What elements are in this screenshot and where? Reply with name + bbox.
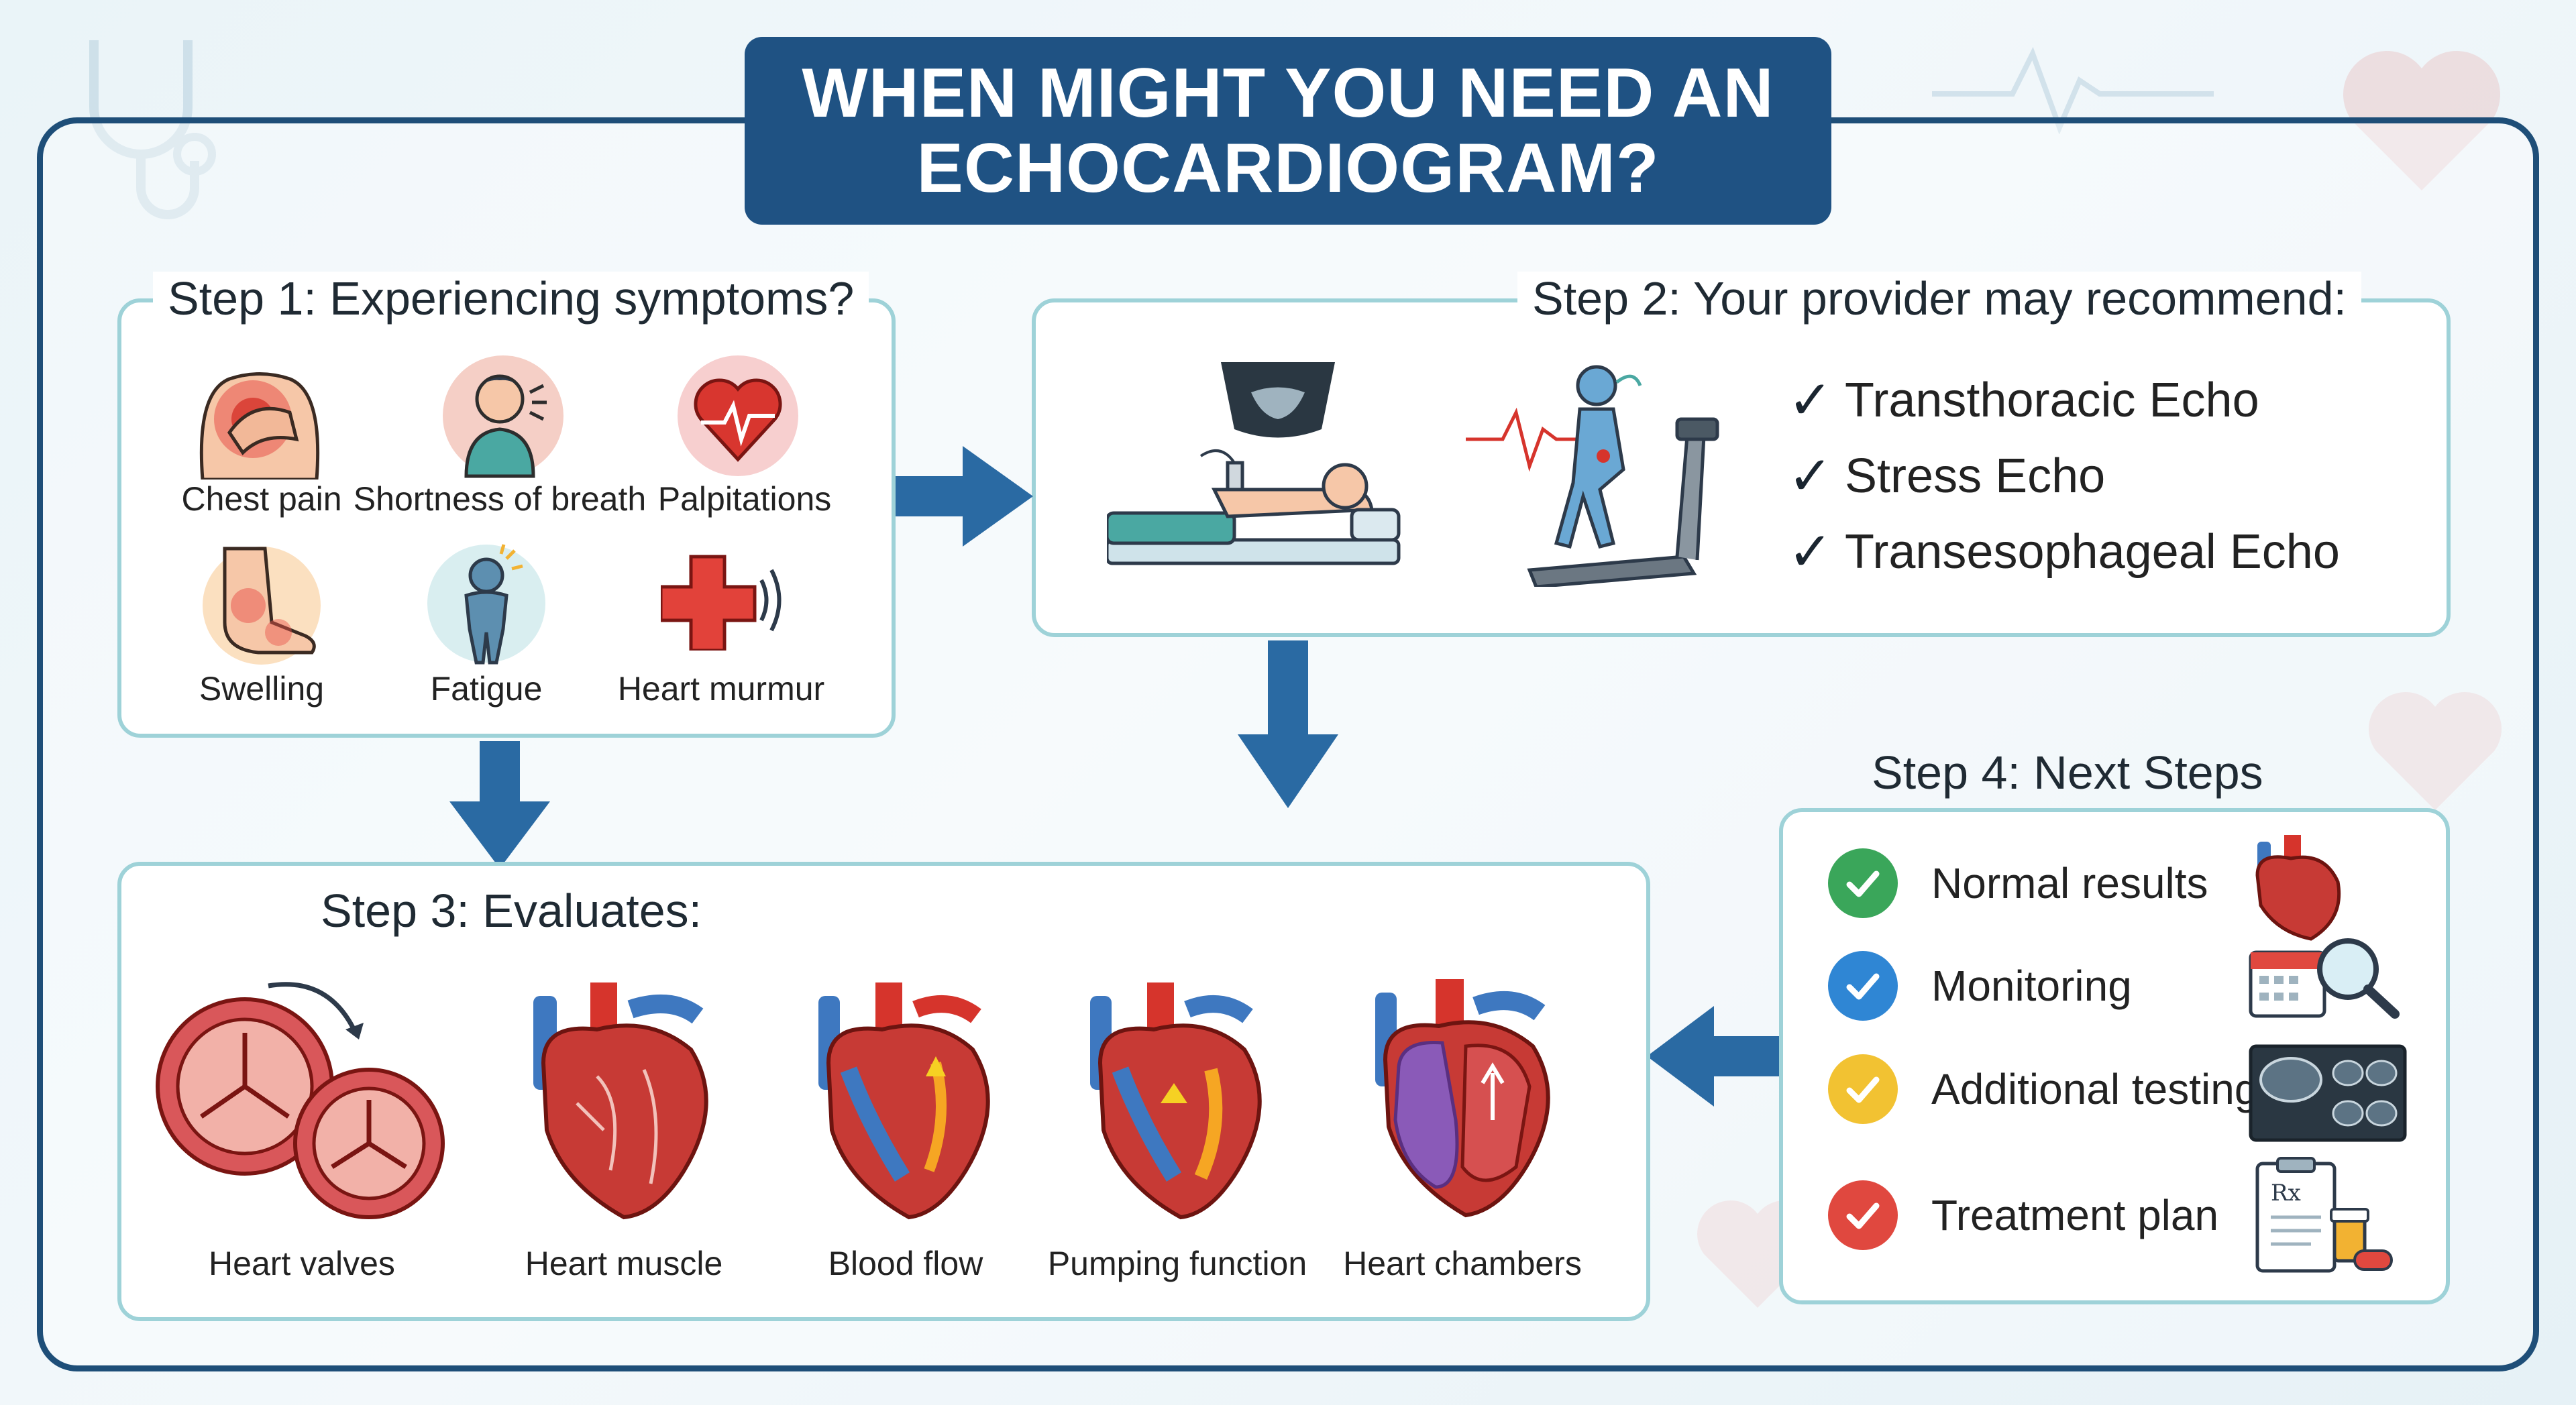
check-circle-icon <box>1828 1054 1898 1124</box>
check-circle-icon <box>1828 951 1898 1021</box>
checkmark-icon: ✓ <box>1788 370 1833 430</box>
shortness-of-breath-icon <box>443 355 564 478</box>
arrow-down-icon <box>449 741 550 868</box>
calendar-magnifier-icon <box>2249 938 2400 1019</box>
next-step-label: Additional testing <box>1931 1065 2259 1113</box>
fatigue-icon <box>427 544 545 665</box>
pumping-function-icon <box>1090 982 1262 1220</box>
next-step-row: Additional testing <box>1828 1054 2258 1124</box>
symptom-label: Fatigue <box>430 670 543 708</box>
palpitations-icon <box>678 355 798 476</box>
next-step-row: Normal results <box>1828 848 2208 918</box>
stethoscope-decoration-icon <box>89 40 216 219</box>
step2-panel <box>1032 298 2451 637</box>
evaluates-label: Heart chambers <box>1343 1245 1582 1282</box>
evaluates-label: Blood flow <box>828 1245 983 1282</box>
checkmark-icon: ✓ <box>1788 446 1833 506</box>
step4-title: Step 4: Next Steps <box>1872 746 2263 799</box>
swelling-icon <box>203 547 321 665</box>
evaluates-label: Heart muscle <box>525 1245 723 1282</box>
healthy-heart-icon <box>2255 835 2341 941</box>
next-step-row: Monitoring <box>1828 951 2132 1021</box>
svg-text:Rx: Rx <box>2271 1180 2301 1206</box>
check-circle-icon <box>1828 1180 1898 1250</box>
step3-title: Step 3: Evaluates: <box>321 884 702 938</box>
arrow-down-icon <box>1238 640 1338 808</box>
symptom-label: Heart murmur <box>617 670 825 708</box>
next-step-label: Monitoring <box>1931 962 2132 1010</box>
ecg-decoration-icon <box>1932 46 2214 134</box>
arrow-left-icon <box>1647 1006 1781 1107</box>
transthoracic-echo-illustration <box>1107 362 1401 565</box>
evaluates-label: Heart valves <box>209 1245 395 1282</box>
next-step-row: Treatment plan <box>1828 1180 2218 1250</box>
heart-murmur-icon <box>661 555 782 651</box>
echo-option: ✓ Transesophageal Echo <box>1788 520 2340 583</box>
title-line-2: ECHOCARDIOGRAM? <box>916 129 1660 207</box>
echo-option-label: Stress Echo <box>1845 449 2106 503</box>
chest-pain-icon <box>199 372 320 480</box>
echo-option-label: Transthoracic Echo <box>1845 373 2259 427</box>
prescription-icon: Rx <box>2255 1157 2393 1273</box>
heart-decoration-icon <box>2369 692 2502 810</box>
echo-option: ✓ Transthoracic Echo <box>1788 369 2259 431</box>
arrow-right-icon <box>896 446 1033 547</box>
checkmark-icon: ✓ <box>1788 522 1833 581</box>
page-title: WHEN MIGHT YOU NEED AN ECHOCARDIOGRAM? <box>745 37 1831 225</box>
symptom-label: Shortness of breath <box>353 480 647 518</box>
next-step-label: Normal results <box>1931 859 2208 907</box>
symptom-label: Chest pain <box>181 480 342 518</box>
heart-muscle-icon <box>533 982 708 1220</box>
evaluates-label: Pumping function <box>1047 1245 1307 1282</box>
heart-valves-icon <box>156 982 445 1219</box>
next-step-label: Treatment plan <box>1931 1191 2219 1239</box>
stress-echo-illustration <box>1466 365 1719 587</box>
imaging-scans-icon <box>2249 1044 2407 1142</box>
heart-chambers-icon <box>1375 979 1550 1218</box>
symptom-label: Swelling <box>199 670 325 708</box>
symptom-label: Palpitations <box>657 480 832 518</box>
blood-flow-icon <box>818 982 990 1220</box>
step2-title: Step 2: Your provider may recommend: <box>1517 272 2361 325</box>
echo-option-label: Transesophageal Echo <box>1845 524 2340 579</box>
echo-option: ✓ Stress Echo <box>1788 445 2105 507</box>
title-line-1: WHEN MIGHT YOU NEED AN <box>802 54 1774 132</box>
check-circle-icon <box>1828 848 1898 918</box>
step1-title: Step 1: Experiencing symptoms? <box>153 272 869 325</box>
